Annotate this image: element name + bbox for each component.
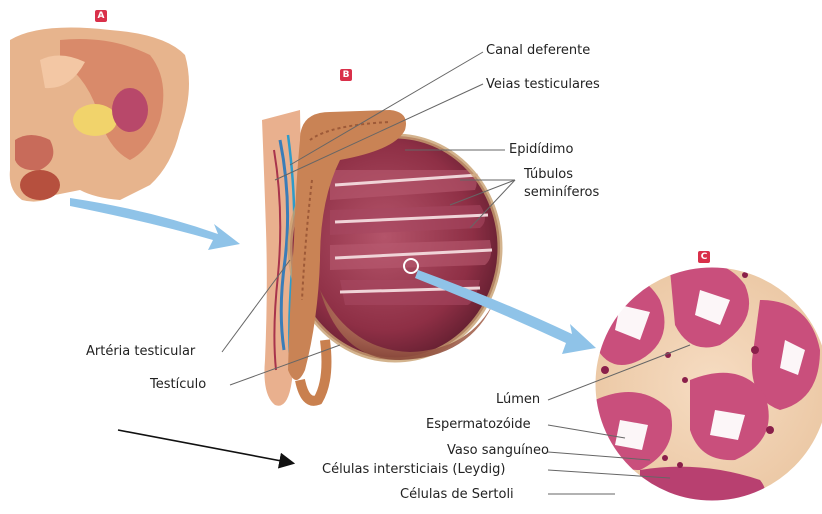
label-testiculo: Testículo <box>150 377 206 392</box>
panel-a-badge: A <box>95 10 107 22</box>
label-celulas-sertoli: Células de Sertoli <box>400 487 514 502</box>
label-espermatozoide: Espermatozóide <box>426 417 531 432</box>
label-arteria-testicular: Artéria testicular <box>86 344 195 359</box>
label-canal-deferente: Canal deferente <box>486 43 590 58</box>
label-tubulos: Túbulos <box>524 167 573 182</box>
testis-illustration <box>262 110 500 406</box>
annotation-arrow <box>118 430 292 463</box>
label-veias-testiculares: Veias testiculares <box>486 77 600 92</box>
label-vaso-sanguineo: Vaso sanguíneo <box>447 443 549 458</box>
pelvic-section-illustration <box>10 28 189 202</box>
flow-arrow-a-to-b <box>70 198 240 250</box>
panel-b-badge: B <box>340 69 352 81</box>
panel-c-badge: C <box>698 251 710 263</box>
label-seminiferos: seminíferos <box>524 185 599 200</box>
label-lumen: Lúmen <box>496 392 540 407</box>
label-epididimo: Epidídimo <box>509 142 573 157</box>
label-celulas-intersticiais: Células intersticiais (Leydig) <box>322 462 505 477</box>
tissue-section-illustration <box>594 263 822 510</box>
